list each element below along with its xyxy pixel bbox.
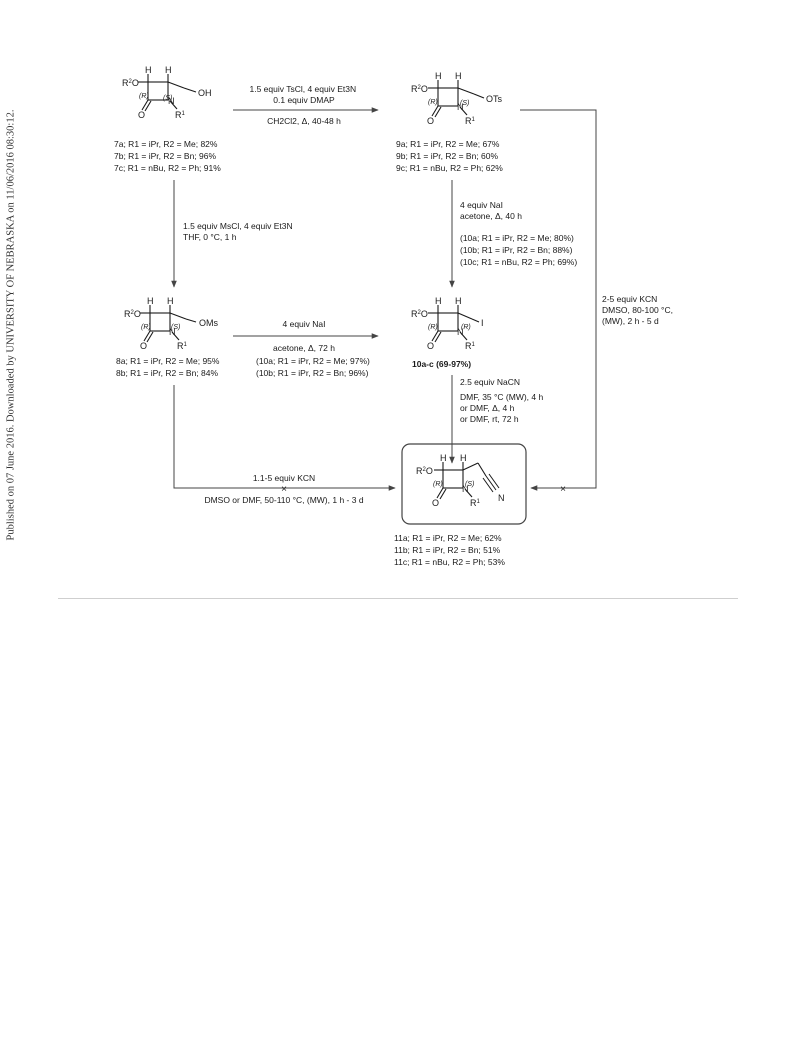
structure-9: H H R2O (R) (S) N O R1 OTs (411, 71, 503, 126)
n-label: N (169, 327, 176, 337)
config-s: (S) (163, 95, 172, 102)
product-box (401, 443, 527, 525)
n-label: N (457, 327, 464, 337)
config-r: (R) (141, 324, 151, 331)
config-r: (R) (428, 324, 438, 331)
arrow-9-to-11 (520, 109, 597, 491)
r1-label: R1 (465, 341, 476, 351)
n-label: N (462, 484, 469, 494)
config-r: (R) (139, 93, 149, 100)
r2o-label: R2O (124, 309, 141, 319)
r2o-label: R2O (122, 78, 139, 88)
h-label: H (435, 296, 442, 306)
conditions-nai-right: 4 equiv NaI acetone, Δ, 40 h (460, 200, 522, 221)
structure-7: H H R2O (R) (S) N O R1 OH (122, 65, 212, 120)
n-label: N (457, 102, 464, 112)
structure-8: H H R2O (R) (S) N O R1 OMs (124, 296, 218, 351)
oms-label: OMs (199, 318, 218, 328)
cross-mark: × (560, 484, 566, 495)
h-label: H (455, 296, 462, 306)
divider-line (58, 598, 738, 599)
conditions-tscl: 1.5 equiv TsCl, 4 equiv Et3N 0.1 equiv D… (250, 84, 359, 105)
compound-list-10-right: (10a; R1 = iPr, R2 = Me; 80%) (10b; R1 =… (460, 233, 577, 267)
conditions-nacn: 2.5 equiv NaCN DMF, 35 °C (MW), 4 h or D… (460, 377, 546, 424)
h-label: H (460, 453, 467, 463)
r2o-label: R2O (411, 309, 428, 319)
h-label: H (435, 71, 442, 81)
structure-11: H H R2O (R) (S) N O R1 N (416, 453, 505, 508)
conditions-nai-mid-solvent: acetone, Δ, 72 h (273, 343, 335, 353)
compound-list-7: 7a; R1 = iPr, R2 = Me; 82% 7b; R1 = iPr,… (114, 139, 221, 173)
r2o-label: R2O (411, 84, 428, 94)
r1-label: R1 (465, 116, 476, 126)
cross-mark: × (281, 484, 287, 495)
config-r: (R) (433, 481, 443, 488)
ots-label: OTs (486, 94, 503, 104)
h-label: H (167, 296, 174, 306)
structure-10: H H R2O (R) (R) N O R1 I (411, 296, 484, 351)
conditions-tscl-solvent: CH2Cl2, Δ, 40-48 h (267, 116, 341, 126)
r1-label: R1 (175, 110, 186, 120)
compound-list-9: 9a; R1 = iPr, R2 = Me; 67% 9b; R1 = iPr,… (396, 139, 503, 173)
config-s: (S) (171, 324, 180, 331)
iodo-label: I (481, 318, 484, 328)
h-label: H (440, 453, 447, 463)
h-label: H (165, 65, 172, 75)
h-label: H (147, 296, 154, 306)
config-s: (S) (460, 100, 469, 107)
compound-10ac: 10a-c (69-97%) (412, 359, 471, 369)
n-label: N (168, 96, 175, 106)
conditions-kcn-bottom-solvent: DMSO or DMF, 50-110 °C, (MW), 1 h - 3 d (204, 495, 363, 505)
h-label: H (455, 71, 462, 81)
o-label: O (140, 341, 147, 351)
r2o-label: R2O (416, 466, 433, 476)
o-label: O (427, 341, 434, 351)
r1-label: R1 (177, 341, 188, 351)
compound-list-8: 8a; R1 = iPr, R2 = Me; 95% 8b; R1 = iPr,… (116, 356, 222, 378)
nitrile-n-label: N (498, 493, 505, 503)
conditions-mscl: 1.5 equiv MsCl, 4 equiv Et3N THF, 0 °C, … (183, 221, 295, 242)
o-label: O (427, 116, 434, 126)
compound-list-11: 11a; R1 = iPr, R2 = Me; 62% 11b; R1 = iP… (394, 533, 505, 567)
o-label: O (138, 110, 145, 120)
conditions-kcn-bottom: 1.1-5 equiv KCN (253, 473, 315, 483)
oh-label: OH (198, 88, 212, 98)
o-label: O (432, 498, 439, 508)
h-label: H (145, 65, 152, 75)
conditions-kcn-right: 2-5 equiv KCN DMSO, 80-100 °C, (MW), 2 h… (602, 294, 675, 326)
r1-label: R1 (470, 498, 481, 508)
arrow-8-to-11 (173, 385, 396, 491)
config-r: (R) (428, 99, 438, 106)
config-s: (S) (465, 481, 474, 488)
config-r: (R) (461, 324, 471, 331)
conditions-nai-mid: 4 equiv NaI (283, 319, 326, 329)
compound-list-10-mid: (10a; R1 = iPr, R2 = Me; 97%) (10b; R1 =… (256, 356, 372, 378)
